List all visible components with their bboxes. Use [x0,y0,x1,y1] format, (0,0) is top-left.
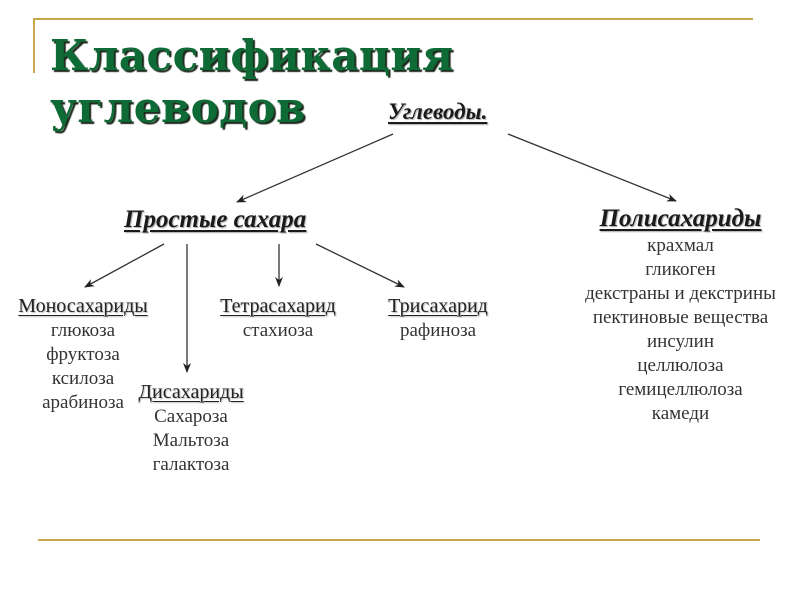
list-item: гемицеллюлоза [618,379,743,400]
list-item: Сахароза [154,406,228,427]
node-polysaccharides: Полисахариды крахмал гликоген декстраны … [578,204,783,426]
arrow-simple-to-tri [315,243,405,288]
slide-title-line-2: углеводов [50,83,306,132]
list-item: рафиноза [399,320,477,341]
node-carbohydrates: Углеводы. [388,99,488,124]
polysaccharides-heading: Полисахариды [599,205,762,232]
monosaccharides-heading: Моносахариды [18,295,148,317]
list-item: пектиновые вещества [592,307,769,328]
bottom-accent-line [38,539,760,541]
list-item: ксилоза [51,368,115,389]
list-item: камеди [651,403,710,424]
list-item: арабиноза [42,392,124,413]
node-monosaccharides: Моносахариды глюкоза фруктоза ксилоза ар… [12,293,154,415]
list-item: глюкоза [50,320,116,341]
disaccharides-heading: Дисахариды [138,381,244,403]
arrow-simple-to-mono [84,243,165,288]
node-disaccharides: Дисахариды Сахароза Мальтоза галактоза [133,379,249,477]
node-trisaccharide: Трисахарид рафиноза [382,293,494,343]
arrow-root-to-simple-sugars [236,133,394,203]
slide-title-line-1: Классификация [50,31,454,80]
list-item: фруктоза [46,344,120,365]
slide-title: Классификация углеводов [50,30,454,134]
tetrasaccharide-heading: Тетрасахарид [220,295,336,317]
top-accent-line [33,18,753,20]
arrow-root-to-polysaccharides [507,133,677,202]
list-item: стахиоза [242,320,314,341]
list-item: декстраны и декстрины [585,283,776,304]
list-item: гликоген [645,259,716,280]
node-simple-sugars: Простые сахара [124,206,307,233]
list-item: целлюлоза [637,355,724,376]
list-item: Мальтоза [152,430,230,451]
list-item: крахмал [647,235,714,256]
node-tetrasaccharide: Тетрасахарид стахиоза [214,293,342,343]
list-item: инсулин [646,331,714,352]
trisaccharide-heading: Трисахарид [388,295,488,317]
list-item: галактоза [152,454,230,475]
left-accent-line [33,18,35,73]
